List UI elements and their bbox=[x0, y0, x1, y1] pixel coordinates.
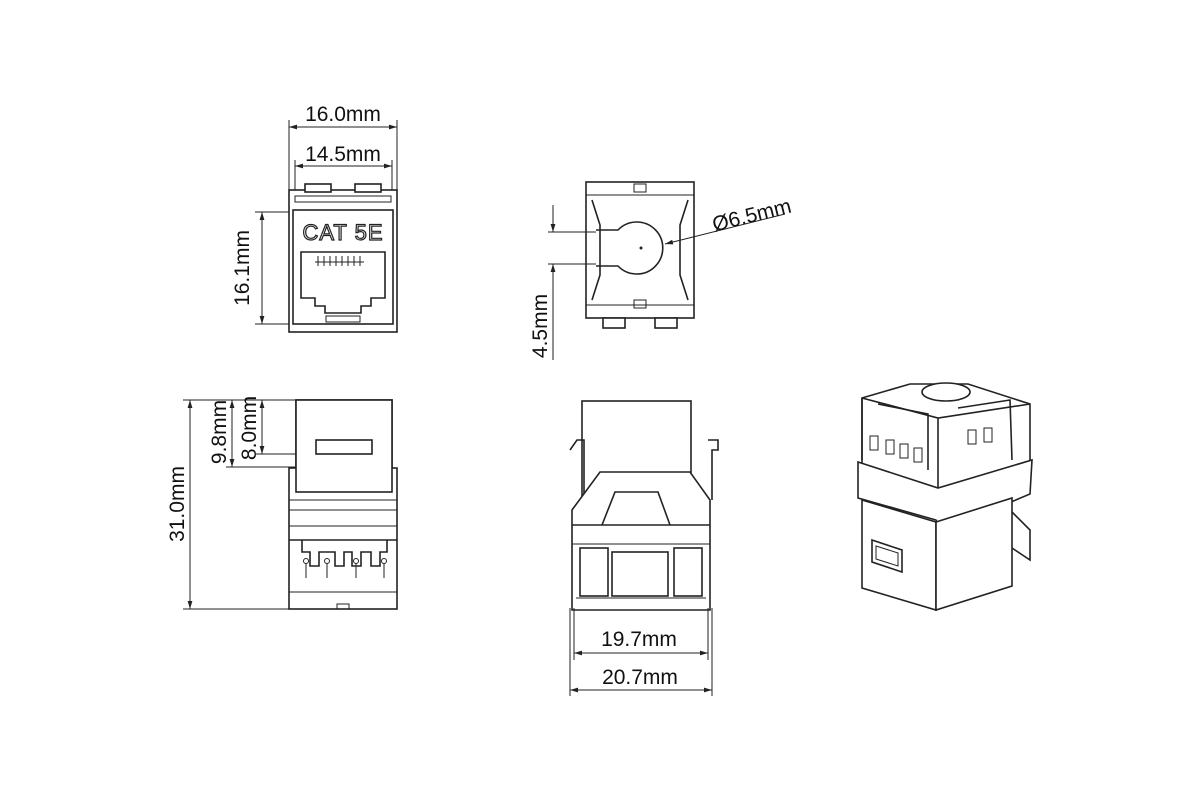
dim-width-inner: 14.5mm bbox=[305, 143, 381, 166]
isometric-view bbox=[857, 382, 1033, 612]
idc-terminals bbox=[301, 540, 388, 578]
dim-gap: 4.5mm bbox=[529, 294, 552, 358]
dim-width-outer: 16.0mm bbox=[305, 103, 381, 126]
top-view: 19.7mm 20.7mm bbox=[569, 400, 719, 696]
dim-total-length: 31.0mm bbox=[166, 466, 189, 542]
dim-upper-offset-a: 9.8mm bbox=[208, 400, 231, 464]
dim-hole-diameter: Ø6.5mm bbox=[710, 195, 794, 237]
rear-view: Ø6.5mm 4.5mm bbox=[529, 181, 794, 360]
contact-pins bbox=[315, 256, 364, 266]
side-view: 31.0mm 9.8mm 8.0mm bbox=[166, 396, 398, 610]
front-view: 16.0mm 14.5mm 16.1mm CAT 5E bbox=[231, 103, 398, 333]
dim-upper-offset-b: 8.0mm bbox=[238, 396, 261, 460]
cat5e-marking: CAT 5E bbox=[303, 220, 384, 245]
dim-height: 16.1mm bbox=[231, 230, 254, 306]
iso-terminals bbox=[869, 427, 993, 463]
dim-inner-width: 19.7mm bbox=[601, 628, 677, 651]
dim-outer-width: 20.7mm bbox=[602, 666, 678, 689]
